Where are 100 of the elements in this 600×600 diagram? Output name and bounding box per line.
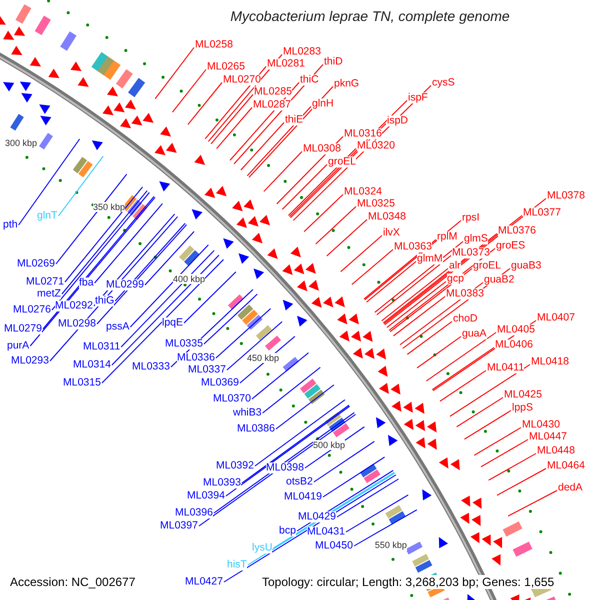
leader-line xyxy=(247,472,396,566)
leader-line xyxy=(51,192,150,310)
leader-line xyxy=(315,206,356,244)
gene-label: ML0336 xyxy=(177,352,215,364)
gene-label: dedA xyxy=(558,482,583,494)
gene-label: ML0377 xyxy=(523,208,561,218)
leader-line xyxy=(440,370,486,402)
gene-label: ML0265 xyxy=(207,62,245,72)
gene-label: ML0293 xyxy=(11,356,49,366)
leader-line xyxy=(198,414,356,526)
gene-label: whiB3 xyxy=(233,408,262,418)
leader-line xyxy=(464,410,512,440)
leader-line xyxy=(508,490,558,517)
gene-label: ML0376 xyxy=(498,226,536,236)
gene-label: groES xyxy=(496,240,526,252)
leader-line xyxy=(64,186,144,282)
gene-label: guaB3 xyxy=(511,260,542,272)
leader-line xyxy=(381,268,448,322)
leader-line xyxy=(326,219,368,256)
leader-line xyxy=(215,308,272,358)
gene-label: fba xyxy=(79,278,94,288)
gene-label: ML0447 xyxy=(529,432,567,442)
gene-label: ML0419 xyxy=(284,492,322,502)
leader-line xyxy=(223,474,396,582)
gene-label: ML0285 xyxy=(254,86,292,98)
info-text: Accession: NC_002677 xyxy=(10,574,136,590)
gene-label: glnT xyxy=(37,210,58,222)
gene-label: rplM xyxy=(437,232,458,242)
gene-label: ML0335 xyxy=(165,338,203,350)
gene-label: purA xyxy=(7,340,30,352)
gene-label: ML0383 xyxy=(446,288,484,300)
leader-line xyxy=(263,151,302,192)
leader-line xyxy=(366,261,416,303)
leader-line xyxy=(392,296,446,336)
gene-label: ML0316 xyxy=(344,128,382,140)
leader-line xyxy=(187,82,222,126)
gene-label: ML0405 xyxy=(497,324,535,336)
leader-line xyxy=(251,352,310,400)
gene-label: ML0386 xyxy=(237,424,275,434)
leader-line xyxy=(386,281,446,328)
gene-label: lysU xyxy=(252,542,272,554)
gene-label: lpqE xyxy=(162,318,184,328)
leader-line xyxy=(210,94,254,144)
leader-line xyxy=(254,399,346,466)
leader-line xyxy=(313,440,375,482)
gene-label: ML0396 xyxy=(175,508,213,518)
gene-label: pth xyxy=(3,220,18,230)
gene-label: ML0270 xyxy=(223,74,261,86)
leader-line xyxy=(336,478,399,518)
gene-label: ilvX xyxy=(383,228,400,238)
leader-line xyxy=(340,235,382,272)
scale-label: 300 kbp xyxy=(5,138,38,148)
gene-label: ML0258 xyxy=(195,40,233,50)
leader-line xyxy=(426,332,496,382)
leader-line xyxy=(58,156,104,216)
gene-label: ML0406 xyxy=(495,340,533,350)
gene-label: ML0464 xyxy=(547,460,585,472)
gene-label: ML0369 xyxy=(201,378,239,388)
leader-line xyxy=(282,164,328,210)
gene-label: thiG xyxy=(95,296,114,306)
gene-label: ML0450 xyxy=(315,540,353,552)
leader-line xyxy=(374,241,464,313)
leader-line xyxy=(345,494,409,532)
gene-label: bcp xyxy=(279,526,296,536)
leader-line xyxy=(351,249,394,286)
leader-line xyxy=(488,453,536,481)
gene-label: ML0311 xyxy=(83,342,120,352)
leader-line xyxy=(61,190,148,294)
gene-label: guaA xyxy=(462,328,487,340)
scale-label: 450 kbp xyxy=(247,352,280,364)
gene-label: ML0392 xyxy=(216,460,254,472)
gene-label: ML0271 xyxy=(26,276,64,288)
leader-line xyxy=(226,321,283,370)
gene-label: ML0348 xyxy=(368,212,406,222)
gene-label: ML0398 xyxy=(266,462,304,474)
gene-label: ML0287 xyxy=(253,100,291,110)
gene-label: choD xyxy=(453,314,478,324)
gene-label: ML0333 xyxy=(132,362,170,372)
gene-label: ML0407 xyxy=(537,312,575,324)
gene-label: glmS xyxy=(464,234,488,244)
leader-line xyxy=(42,196,155,330)
gene-label: glmM xyxy=(417,254,443,264)
gene-label: ispF xyxy=(408,92,428,104)
gene-label: groEL xyxy=(328,156,356,168)
leader-line xyxy=(172,69,206,113)
gene-label: ML0393 xyxy=(203,478,241,488)
leader-line xyxy=(130,244,209,328)
gene-label: pssA xyxy=(106,322,130,332)
leader-line xyxy=(225,406,350,496)
gene-label: thiC xyxy=(300,74,319,86)
gene-label: ML0425 xyxy=(504,390,542,400)
scale-label: 500 kbp xyxy=(313,440,346,450)
gene-label: ML0269 xyxy=(17,258,55,270)
info-text: Topology: circular; Length: 3,268,203 bp; Genes: 1,655 xyxy=(262,574,554,590)
gene-label: ML0281 xyxy=(267,58,305,70)
gene-label: ML0283 xyxy=(283,46,321,58)
leader-line xyxy=(94,203,163,284)
gene-label: ML0324 xyxy=(344,186,382,198)
gene-label: pknG xyxy=(334,78,360,90)
gene-label: alr xyxy=(449,260,461,272)
